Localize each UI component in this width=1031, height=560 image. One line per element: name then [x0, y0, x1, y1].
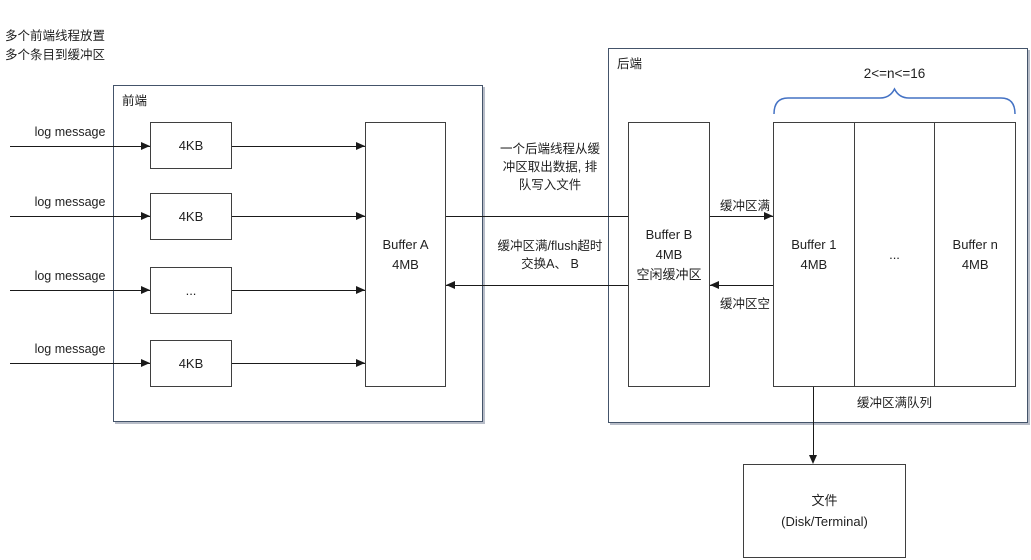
backend-thread-note: 一个后端线程从缓 冲区取出数据, 排 队写入文件 — [499, 142, 600, 192]
small-buffer-box-2: 4KB — [150, 193, 232, 240]
to-buffer-a-arrow-3 — [232, 290, 365, 291]
to-buffer-a-arrow-2 — [232, 216, 365, 217]
queue-to-file-arrow — [813, 387, 814, 456]
log-input-arrow-4 — [10, 363, 150, 364]
log-input-arrow-3 — [10, 290, 150, 291]
arrowhead-down-icon — [809, 455, 817, 464]
n-range-brace-icon — [773, 87, 1016, 115]
log-input-arrow-1 — [10, 146, 150, 147]
backend-group-label: 后端 — [617, 57, 643, 71]
file-box: 文件 (Disk/Terminal) — [743, 464, 906, 558]
small-buffer-box-4: 4KB — [150, 340, 232, 387]
buffer-queue-box: Buffer 1 4MB ... Buffer n 4MB — [773, 122, 1016, 387]
queue-caption: 缓冲区满队列 — [856, 396, 932, 410]
buffer-full-label: 缓冲区满 — [719, 199, 770, 213]
small-buffer-box-3: ... — [150, 267, 232, 314]
to-buffer-a-arrow-4 — [232, 363, 365, 364]
buffer-queue-cell-1: Buffer 1 4MB — [791, 236, 837, 272]
arrowhead-right-icon — [356, 359, 365, 367]
to-buffer-a-arrow-1 — [232, 146, 365, 147]
arrowhead-left-icon — [710, 281, 719, 289]
buffer-queue-cell-ellipsis: ... — [853, 123, 935, 386]
buffer-queue-cell-n: Buffer n 4MB — [934, 123, 1015, 386]
backend-group-box: 后端 — [608, 48, 1028, 423]
arrowhead-right-icon — [764, 212, 773, 220]
small-buffer-box-1: 4KB — [150, 122, 232, 169]
buffer-empty-label: 缓冲区空 — [719, 297, 770, 311]
frontend-note: 多个前端线程放置 多个条目到缓冲区 — [5, 29, 106, 62]
arrowhead-right-icon — [356, 142, 365, 150]
buffer-a-box: Buffer A 4MB — [365, 122, 446, 387]
arrowhead-right-icon — [141, 212, 150, 220]
arrowhead-right-icon — [141, 142, 150, 150]
arrowhead-right-icon — [356, 286, 365, 294]
log-input-arrow-2 — [10, 216, 150, 217]
n-range-label: 2<=n<=16 — [863, 66, 926, 81]
arrowhead-right-icon — [356, 212, 365, 220]
frontend-group-label: 前端 — [122, 94, 148, 108]
log-input-label-1: log message — [34, 125, 106, 139]
log-input-label-2: log message — [34, 195, 106, 209]
frontend-group-box: 前端 — [113, 85, 483, 422]
buffer-b-box: Buffer B 4MB 空闲缓冲区 — [628, 122, 710, 387]
arrowhead-right-icon — [141, 286, 150, 294]
buffer-full-arrow — [446, 216, 773, 217]
log-input-label-4: log message — [34, 342, 106, 356]
log-input-label-3: log message — [34, 269, 106, 283]
swap-note: 缓冲区满/flush超时 交换A、 B — [497, 239, 603, 271]
arrowhead-left-icon — [446, 281, 455, 289]
arrowhead-right-icon — [141, 359, 150, 367]
buffer-empty-arrow — [446, 285, 773, 286]
